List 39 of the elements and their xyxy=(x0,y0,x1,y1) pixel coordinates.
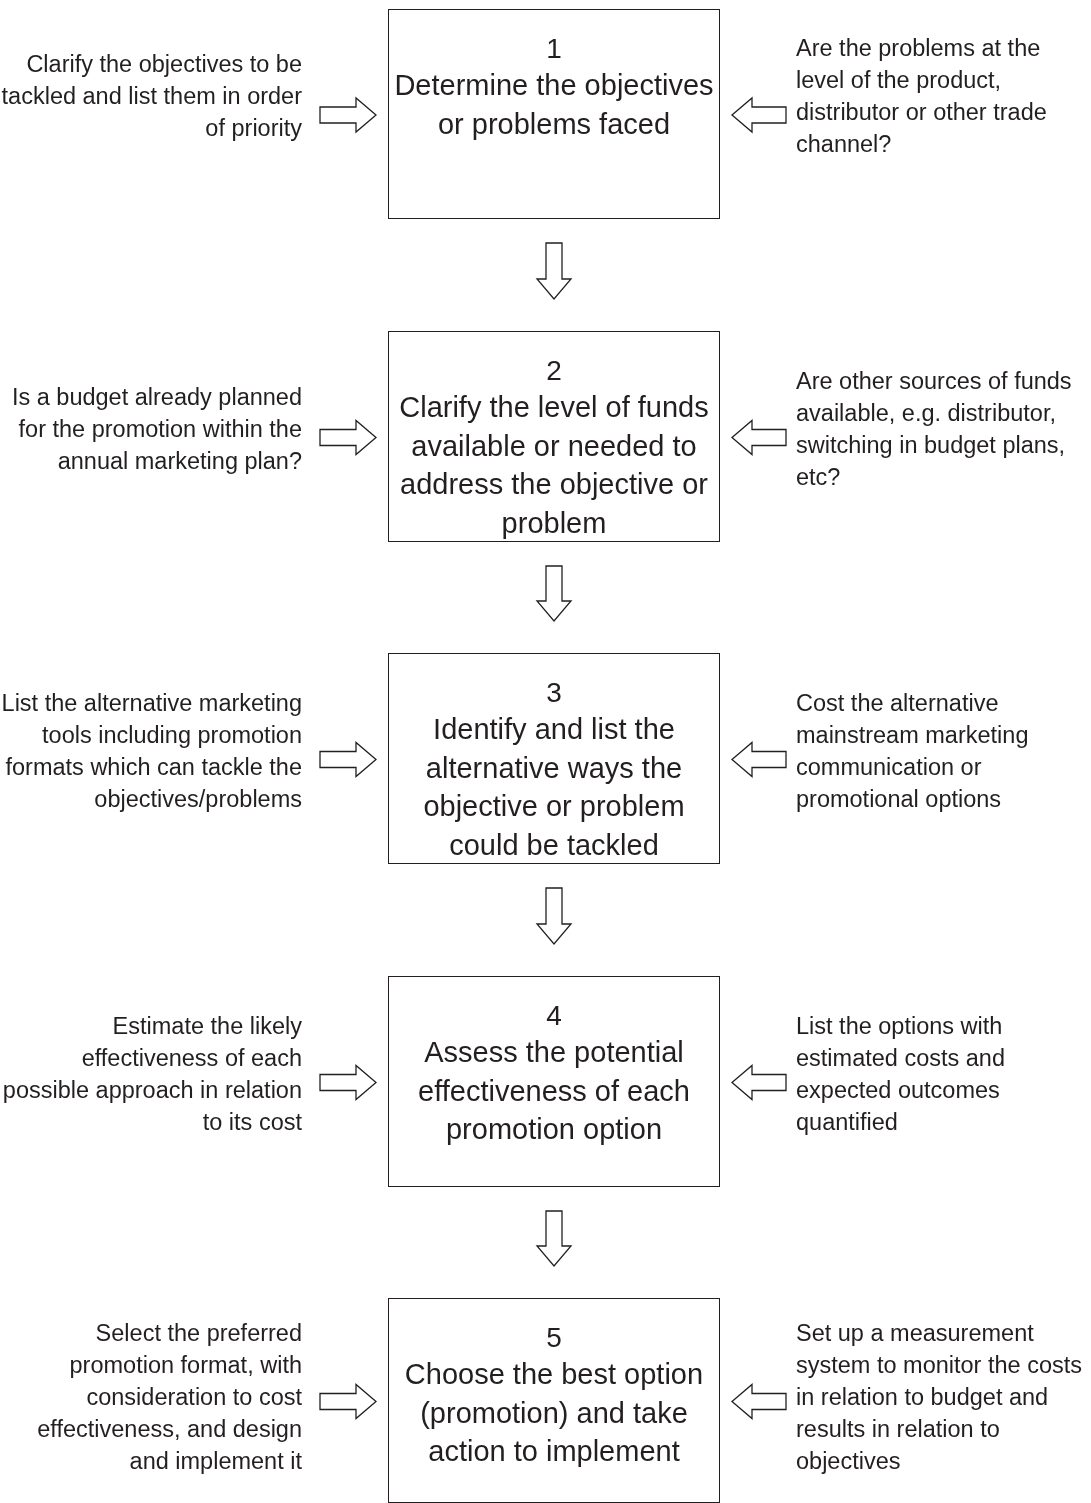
step-number: 1 xyxy=(546,32,562,66)
step-number: 4 xyxy=(546,999,562,1033)
note-text: Is a budget already planned for the promotion within the annual marketing plan? xyxy=(10,382,302,476)
step-text: Identify and list the alternative ways the objective or problem could be tackled xyxy=(422,712,686,863)
process-box xyxy=(388,9,720,219)
block-arrow xyxy=(731,1064,787,1101)
note-text: Select the preferred promotion format, with consideration to cost effectiveness, and design and implement it xyxy=(36,1318,302,1476)
block-arrow xyxy=(731,96,787,134)
block-arrow xyxy=(535,565,573,622)
process-box xyxy=(388,1298,720,1503)
step-text: Assess the potential effectiveness of each promotion option xyxy=(417,1035,691,1147)
block-arrow xyxy=(319,741,377,778)
block-arrow xyxy=(319,1064,377,1101)
note-text: Cost the alternative mainstream marketing communication or promotional options xyxy=(796,688,1030,814)
note-text: Are other sources of funds available, e.g. distributor, switching in budget plans, etc? xyxy=(796,366,1073,492)
note-text: Are the problems at the level of the product, distributor or other trade channel? xyxy=(796,34,1048,159)
block-arrow xyxy=(731,741,787,778)
block-arrow xyxy=(535,1210,573,1267)
block-arrow xyxy=(535,887,573,945)
note-text: Set up a measurement system to monitor the costs in relation to budget and results in relation to objectives xyxy=(796,1318,1084,1476)
block-arrow xyxy=(731,419,787,456)
step-text: Determine the objectives or problems faced xyxy=(393,68,715,142)
process-box xyxy=(388,331,720,542)
step-number: 3 xyxy=(546,676,562,710)
note-text: Estimate the likely effectiveness of each possible approach in relation to its cost xyxy=(1,1011,302,1137)
note-text: List the options with estimated costs and expected outcomes quantified xyxy=(796,1011,1006,1137)
step-text: Clarify the level of funds available or needed to address the objective or problem xyxy=(398,390,710,541)
block-arrow xyxy=(319,96,377,134)
step-number: 5 xyxy=(546,1321,562,1355)
block-arrow xyxy=(731,1383,787,1420)
step-text: Choose the best option (promotion) and take action to implement xyxy=(403,1357,705,1469)
block-arrow xyxy=(535,242,573,300)
process-box xyxy=(388,976,720,1187)
process-box xyxy=(388,653,720,864)
note-text: Clarify the objectives to be tackled and list them in order of priority xyxy=(0,50,302,143)
block-arrow xyxy=(319,419,377,456)
step-number: 2 xyxy=(546,354,562,388)
block-arrow xyxy=(319,1383,377,1420)
note-text: List the alternative marketing tools including promotion formats which can tackle the objectives/problems xyxy=(0,688,302,814)
